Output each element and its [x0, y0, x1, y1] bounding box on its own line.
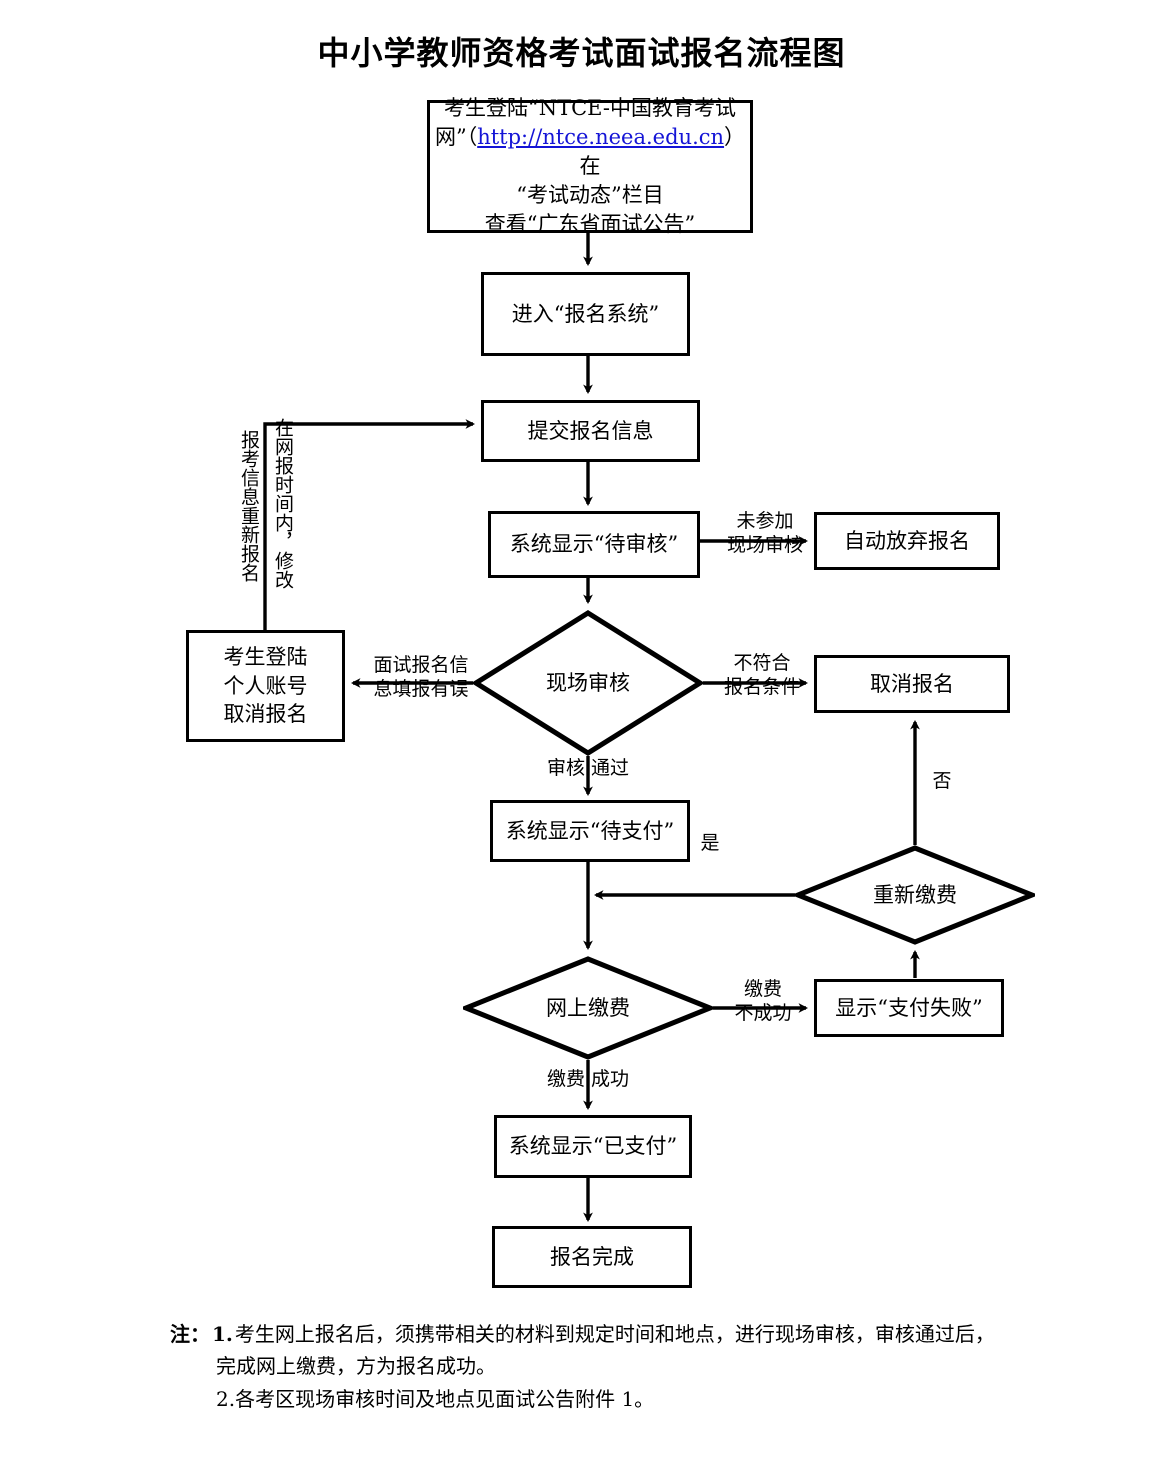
login-line-2: 网”（http://ntce.neea.edu.cn）在	[435, 123, 745, 181]
login-line-4: 查看“广东省面试公告”	[484, 211, 696, 236]
edge-label-not-meeting-conditions: 不符合 报名条件	[723, 652, 800, 698]
edge-label-modify-within-window: 在网报时间内，修改	[271, 418, 294, 589]
node-login-ntce[interactable]: 考生登陆“NTCE-中国教育考试 网”（http://ntce.neea.edu…	[427, 96, 753, 236]
edge-label-no-onsite-review: 未参加 现场审核	[726, 510, 803, 556]
node-cancel-via-personal-account-label: 考生登陆 个人账号 取消报名	[223, 644, 308, 727]
edge-label-yes: 是	[700, 832, 720, 854]
node-payment-failed-label: 显示“支付失败”	[835, 995, 983, 1020]
page-title: 中小学教师资格考试面试报名流程图	[317, 34, 846, 72]
login-line-2-suffix: ）在	[579, 125, 746, 179]
notes-label: 注：	[170, 1322, 210, 1346]
node-cancel-via-personal-account[interactable]: 考生登陆 个人账号 取消报名	[186, 630, 345, 742]
node-auto-abandon-registration-label: 自动放弃报名	[844, 528, 970, 553]
online-payment-diamond-shape	[463, 956, 713, 1060]
note-1-number: 1.	[212, 1322, 233, 1346]
node-status-paid[interactable]: 系统显示“已支付”	[494, 1115, 692, 1178]
login-line-2-prefix: 网”（	[434, 125, 478, 150]
note-1-line-2: 完成网上缴费，方为报名成功。	[216, 1354, 496, 1379]
node-onsite-review[interactable]: 现场审核	[473, 610, 703, 756]
node-repay[interactable]: 重新缴费	[795, 845, 1035, 945]
node-registration-complete-label: 报名完成	[550, 1244, 634, 1269]
node-status-pending-payment-label: 系统显示“待支付”	[505, 818, 675, 843]
edge-label-info-filled-wrong: 面试报名信 息填报有误	[373, 654, 469, 700]
ntce-url-link[interactable]: http://ntce.neea.edu.cn	[477, 125, 725, 150]
edge-label-reapply-with-info: 报考信息重新报名	[237, 430, 260, 582]
node-registration-complete[interactable]: 报名完成	[492, 1226, 692, 1288]
node-online-payment[interactable]: 网上缴费	[463, 956, 713, 1060]
edge-label-no: 否	[932, 770, 952, 792]
node-enter-registration-system[interactable]: 进入“报名系统”	[481, 272, 690, 356]
repay-diamond-shape	[795, 845, 1035, 945]
onsite-review-diamond-shape	[473, 610, 703, 756]
node-submit-registration-info-label: 提交报名信息	[527, 418, 654, 443]
node-enter-registration-system-label: 进入“报名系统”	[511, 301, 660, 326]
note-2: 2.各考区现场审核时间及地点见面试公告附件 1。	[216, 1386, 655, 1411]
node-cancel-registration[interactable]: 取消报名	[814, 655, 1010, 713]
login-line-1: 考生登陆“NTCE-中国教育考试	[444, 96, 736, 121]
node-payment-failed[interactable]: 显示“支付失败”	[814, 979, 1004, 1037]
node-onsite-review-label: 现场审核	[546, 670, 630, 695]
node-online-payment-label: 网上缴费	[546, 995, 630, 1020]
edge-label-payment-unsuccessful: 缴费 不成功	[734, 978, 792, 1024]
notes-block: 注： 1. 考生网上报名后，须携带相关的材料到规定时间和地点，进行现场审核，审核…	[170, 1318, 1050, 1415]
edge-label-review-passed: 审核 通过	[546, 757, 630, 779]
node-auto-abandon-registration[interactable]: 自动放弃报名	[814, 512, 1000, 570]
note-1-line-1: 考生网上报名后，须携带相关的材料到规定时间和地点，进行现场审核，审核通过后，	[234, 1322, 995, 1346]
node-repay-label: 重新缴费	[873, 882, 957, 907]
login-line-3: “考试动态”栏目	[516, 182, 664, 207]
node-submit-registration-info[interactable]: 提交报名信息	[481, 400, 700, 462]
node-status-pending-review-label: 系统显示“待审核”	[509, 532, 679, 557]
note-row-1: 注： 1. 考生网上报名后，须携带相关的材料到规定时间和地点，进行现场审核，审核…	[170, 1318, 1050, 1350]
node-status-pending-payment[interactable]: 系统显示“待支付”	[490, 800, 690, 862]
node-status-pending-review[interactable]: 系统显示“待审核”	[488, 511, 700, 578]
node-status-paid-label: 系统显示“已支付”	[508, 1134, 678, 1159]
edge-label-payment-successful: 缴费 成功	[546, 1068, 630, 1090]
node-cancel-registration-label: 取消报名	[870, 671, 954, 696]
